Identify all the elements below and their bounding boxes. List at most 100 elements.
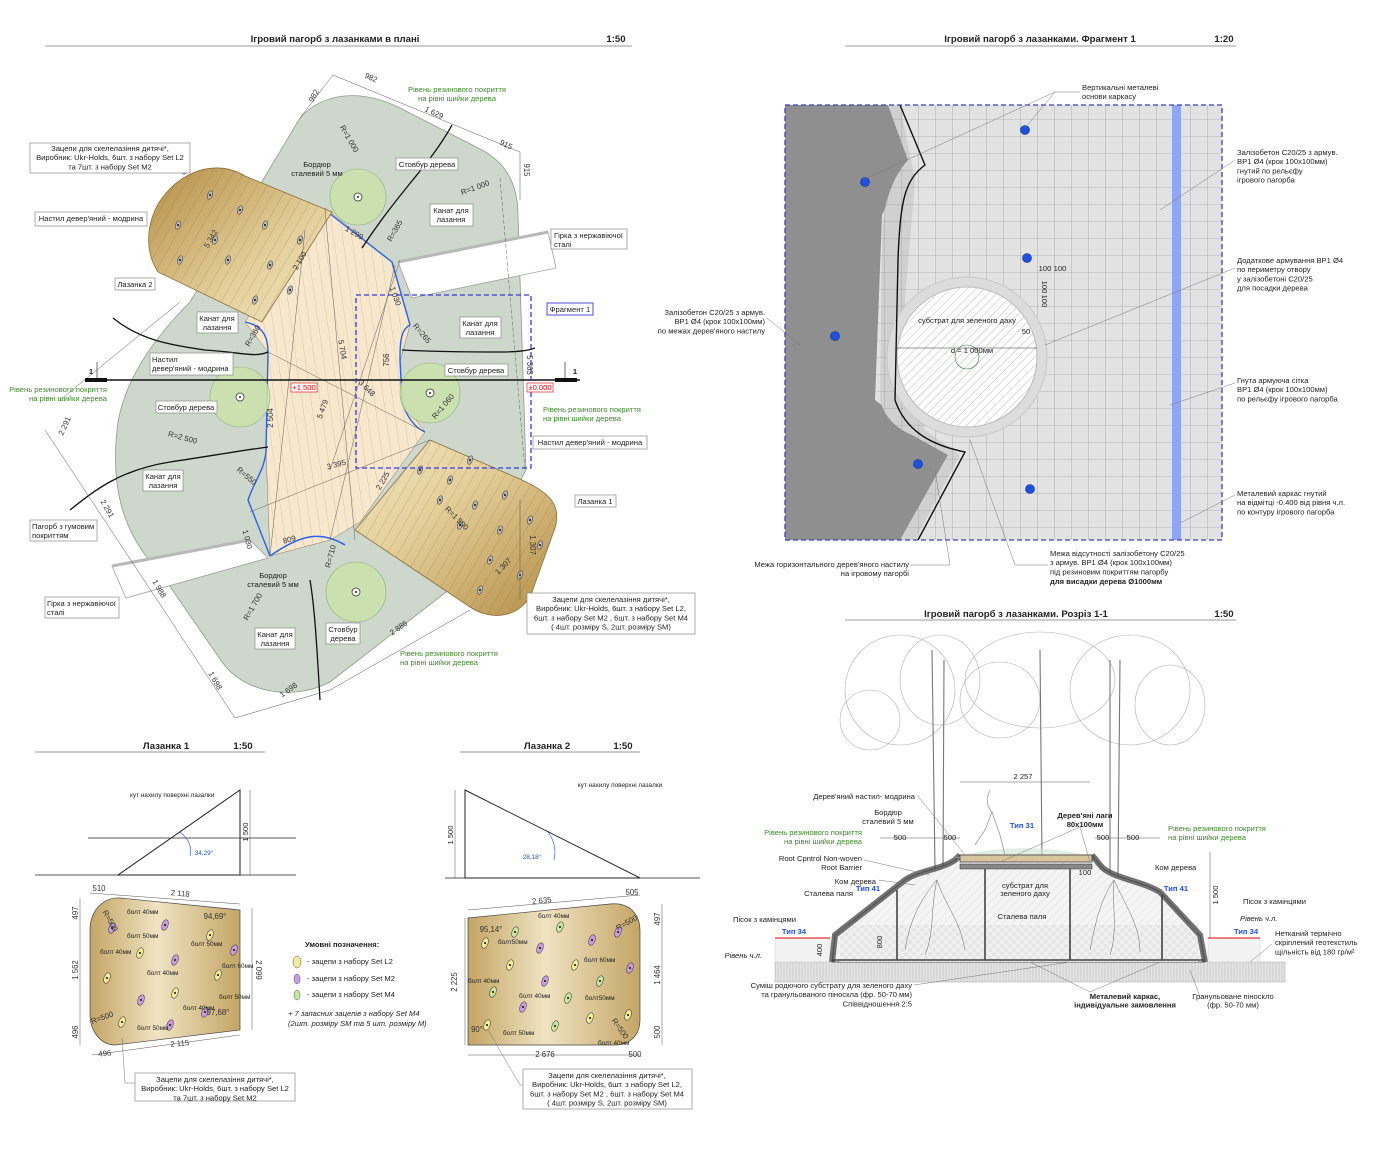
vertical-metal-posts (830, 125, 1035, 494)
fragment-note: гнутий по рельєфу (1237, 166, 1303, 175)
foam-glass-layer (840, 925, 1198, 962)
lazanka-2-label: Лазанка 2 (117, 280, 152, 289)
fragment-note: Додаткове армування ВР1 Ø4 (1237, 256, 1343, 265)
legend-title: Умовні позначення: (305, 940, 379, 949)
hold-bolt (599, 980, 601, 982)
title-underlines (35, 45, 1236, 753)
fragment-1-link[interactable]: Фрагмент 1 (550, 305, 590, 314)
dimension-label: 1 698 (206, 670, 224, 691)
rope-label: лазання (437, 215, 466, 224)
dimension-label: 97,68° (207, 1008, 230, 1017)
fragment-1-frame[interactable] (355, 294, 532, 469)
dimension-label: 982 (307, 88, 321, 104)
fragment-note: Металевий каркас гнутий (1237, 489, 1327, 498)
dimension-label: 2 225 (450, 972, 459, 992)
hill-label: покриттям (32, 531, 68, 540)
rubber-level-label: на рівні шийки дерева (543, 414, 622, 423)
lazanka-2-drawing (445, 789, 700, 1086)
dimension-label: 100 (1040, 281, 1049, 294)
tree-trunk-label-box (325, 622, 361, 645)
section-note: на рівні шийки дерева (1168, 833, 1247, 842)
section-note: Тип 31 (1010, 821, 1035, 830)
bolt-label: болт 50мм (219, 993, 250, 1001)
section-note: щільність від 180 гр/м² (1275, 947, 1355, 956)
fragment-note: для посадки дерева (1237, 284, 1309, 293)
fragment-note: по рельєфу ігрового пагорба (1237, 394, 1339, 403)
fragment-note: на відмітці -0.400 від рівня ч.л. (1237, 498, 1345, 507)
section-note: Рівень резинового покриття (1168, 824, 1266, 833)
hold-bolt (449, 479, 451, 481)
holds-callout: Зацепи для скелелазіння дитячі*, (552, 595, 670, 604)
section-note: Root Barrier (821, 863, 862, 872)
bolt-label: болт50мм (585, 994, 615, 1002)
hold-bolt (559, 926, 561, 928)
dimension-lines (44, 74, 521, 719)
sand-right (1207, 937, 1261, 963)
section-note: Дерев'яний настил- модрина (813, 792, 916, 801)
dimension-label: 2 504 (266, 408, 275, 428)
section-note: 800 (875, 936, 884, 949)
section-note: 2 257 (1013, 772, 1032, 781)
fragment-title: Ігровий пагорб з лазанками. Фрагмент 1 (944, 34, 1136, 45)
sand-left (774, 937, 831, 963)
section-dims (880, 781, 1211, 938)
tree-trunk-label-box (395, 157, 459, 171)
bolt-label: болт 60мм (222, 962, 253, 970)
holds-callout: 6шт. з набору Set M2 , 6шт. з набору Set… (534, 613, 688, 622)
section-note: Тип 34 (1234, 927, 1259, 936)
deck-label-box (149, 352, 234, 376)
lazanka-2-side-profile (464, 789, 641, 879)
section-note: 1 500 (1211, 885, 1220, 904)
elevation-label: ±0.000 (528, 383, 551, 392)
holds-callout: Виробник: Ukr-Holds, 6шт. з набору Set L… (141, 1084, 289, 1093)
rope-label: Канат для (462, 319, 497, 328)
climbing-holds-lazanka-1 (103, 919, 238, 1031)
border-label: Бордюр (303, 160, 331, 169)
section-note: субстрат для (1002, 881, 1048, 890)
section-note: на рівні шийки дерева (784, 837, 863, 846)
holds-callout-box (526, 592, 696, 635)
hold-bolt (217, 974, 219, 976)
section-note: 100 (1079, 868, 1092, 877)
fragment-scale: 1:20 (1214, 34, 1233, 45)
dimension-label: 915 (522, 163, 531, 177)
section-note: зеленого даху (1000, 889, 1050, 898)
angle-caption: кут нахилу поверхні лазалки (130, 791, 215, 799)
dimension-label: 1 500 (241, 822, 250, 841)
section-note: Тип 41 (1164, 884, 1189, 893)
hold-bolt (567, 997, 569, 999)
section-note: Рівень резинового покриття (764, 828, 862, 837)
climbing-wall-2 (148, 167, 333, 323)
section-note: Пісок з камінцями (733, 915, 796, 924)
slide-stainless-steel-top (397, 230, 557, 299)
bolt-label: болт 40мм (468, 977, 499, 985)
rope-label-box (429, 203, 474, 227)
tree-trunk-label: Стовбур дерева (158, 403, 215, 412)
section-note: Рівень ч.л. (1240, 914, 1278, 923)
lazanka-1-label: Лазанка 1 (577, 497, 612, 506)
rope-label-box (459, 316, 502, 339)
rope-label: лазання (149, 481, 178, 490)
dimension-label: 496 (71, 1025, 80, 1038)
hold-bolt (239, 209, 241, 211)
hold-bolt (554, 1025, 556, 1027)
tree-substrate (896, 286, 1038, 428)
hill-label: Пагорб з гумовим (32, 522, 94, 531)
lazanka-2-scale: 1:50 (613, 741, 632, 752)
tree-trunk-label: Стовбур (328, 625, 357, 634)
section-note: скріплений геотекстиль (1275, 938, 1357, 947)
fragment-note: Гнута армуюча сітка (1237, 376, 1309, 385)
hold-bolt (264, 224, 266, 226)
dimension-label: 2 291 (57, 415, 73, 436)
hold-bolt (504, 494, 506, 496)
bolt-label: болт 40мм (147, 969, 178, 977)
bolt-label: болт 40мм (598, 1039, 629, 1047)
plan-title: Ігровий пагорб з лазанками в плані (251, 34, 420, 45)
child-figure (974, 789, 1006, 856)
holds-callout: та 7шт. з набору Set M2 (173, 1093, 257, 1102)
lazanka-2-panel (467, 903, 641, 1046)
hold-bolt (539, 544, 541, 546)
hold-bolt (629, 967, 631, 969)
hold-bolt (589, 1017, 591, 1019)
hold-bolt (214, 239, 216, 241)
